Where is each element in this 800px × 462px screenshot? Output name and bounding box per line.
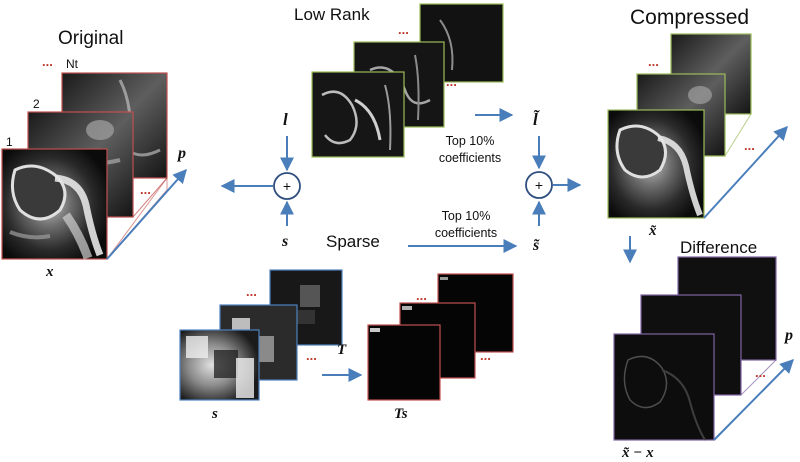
original-ellipsis-side: ... — [140, 182, 151, 197]
difference-ellipsis: ... — [755, 365, 766, 380]
sparse-s-ellipsis-top: ... — [246, 284, 257, 299]
ts-ellipsis-side: ... — [480, 348, 491, 363]
compressed-title: Compressed — [630, 6, 749, 29]
original-ellipsis-top: ... — [42, 54, 53, 69]
difference-title: Difference — [680, 238, 757, 257]
difference-axis-arrow — [713, 359, 794, 441]
ts-frame-1 — [367, 324, 441, 401]
lowrank-frame-1 — [311, 71, 405, 158]
var-Ts: Ts — [394, 406, 408, 422]
transformed-stack — [367, 273, 514, 401]
original-var-x: x — [45, 264, 54, 280]
lowrank-stack — [311, 3, 504, 158]
compressed-stack — [607, 33, 752, 219]
var-T: T — [337, 342, 347, 358]
sparse-s-ellipsis-side: ... — [306, 348, 317, 363]
frame-label-1: 1 — [6, 135, 13, 149]
sum-node-left — [273, 172, 301, 200]
var-s-tilde: s̃ — [532, 237, 540, 254]
original-frame-1 — [1, 148, 108, 260]
ts-ellipsis-top: ... — [416, 288, 427, 303]
original-stack — [1, 72, 187, 260]
frame-label-nt: Nt — [66, 57, 79, 71]
frame-label-2: 2 — [33, 97, 40, 111]
original-title: Original — [58, 28, 123, 49]
lowrank-ellipsis-top: ... — [398, 22, 409, 37]
annotation-lowrank-line1: Top 10% — [446, 134, 495, 148]
sparse-s-frame-1 — [179, 329, 260, 401]
sparse-title: Sparse — [326, 232, 380, 251]
sum-node-right-plus: + — [535, 177, 543, 193]
compressed-ellipsis-top: ... — [648, 54, 659, 69]
annotation-sparse-line1: Top 10% — [442, 209, 491, 223]
annotation-lowrank-line2: coefficients — [439, 151, 501, 165]
var-s: s — [281, 233, 288, 250]
difference-frame-1 — [613, 333, 715, 441]
difference-axis-p: p — [783, 327, 793, 344]
sum-node-right — [525, 171, 553, 199]
var-diff: x̃ − x — [621, 445, 654, 461]
lowrank-title: Low Rank — [294, 5, 370, 24]
original-axis-p: p — [176, 145, 186, 162]
var-l: l — [283, 110, 288, 129]
lowrank-ellipsis-side: ... — [446, 74, 457, 89]
annotation-sparse-line2: coefficients — [435, 226, 497, 240]
var-x-tilde: x̃ — [648, 223, 657, 239]
var-s-bottom: s — [211, 406, 218, 422]
compressed-ellipsis-side: ... — [744, 138, 755, 153]
difference-stack — [613, 256, 777, 441]
sum-node-left-plus: + — [283, 178, 291, 194]
compressed-axis-arrow — [703, 125, 788, 219]
compressed-frame-1 — [607, 109, 705, 219]
var-l-tilde: l̃ — [533, 109, 540, 129]
sparse-s-stack — [179, 269, 343, 401]
